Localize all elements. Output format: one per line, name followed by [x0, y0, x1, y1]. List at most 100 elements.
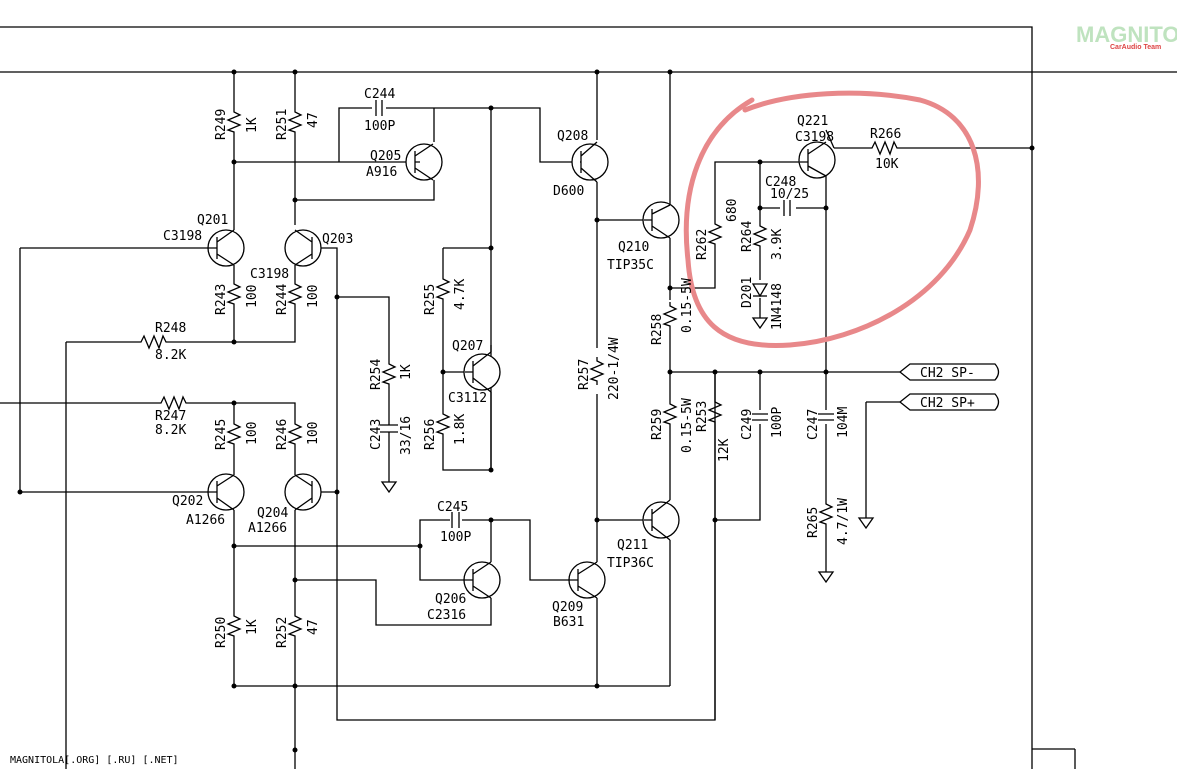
- svg-text:C247: C247: [806, 409, 821, 440]
- svg-text:4.7/1W: 4.7/1W: [836, 498, 851, 545]
- resistor-r254: [382, 359, 396, 389]
- svg-text:R262: R262: [695, 229, 710, 260]
- svg-text:Q221: Q221: [797, 114, 828, 129]
- svg-text:100: 100: [245, 422, 260, 445]
- svg-text:R245: R245: [214, 419, 229, 450]
- svg-text:R255: R255: [423, 284, 438, 315]
- capacitor-c247: [818, 413, 834, 421]
- svg-text:47: 47: [306, 619, 321, 635]
- svg-text:CarAudio Team: CarAudio Team: [1110, 44, 1161, 51]
- svg-text:10/25: 10/25: [770, 187, 809, 202]
- svg-text:C245: C245: [437, 500, 468, 515]
- svg-text:100: 100: [245, 285, 260, 308]
- svg-text:0.15-5W: 0.15-5W: [680, 398, 695, 453]
- transistor-q208: [571, 141, 609, 183]
- svg-text:3.9K: 3.9K: [770, 229, 785, 260]
- resistor-r247: [154, 396, 192, 410]
- svg-text:1K: 1K: [245, 619, 260, 635]
- svg-text:R265: R265: [806, 507, 821, 538]
- svg-text:R258: R258: [650, 314, 665, 345]
- svg-text:TIP35C: TIP35C: [607, 258, 654, 273]
- svg-text:A1266: A1266: [186, 513, 225, 528]
- svg-text:Q202: Q202: [172, 494, 203, 509]
- resistor-r257: [590, 356, 604, 386]
- junctions: [17, 69, 1035, 753]
- diode-d201: [751, 283, 769, 298]
- svg-text:R243: R243: [214, 284, 229, 315]
- svg-text:C249: C249: [740, 409, 755, 440]
- svg-text:R252: R252: [275, 617, 290, 648]
- svg-text:CH2 SP-: CH2 SP-: [920, 366, 975, 381]
- svg-text:0.15-5W: 0.15-5W: [680, 278, 695, 333]
- svg-text:R249: R249: [214, 109, 229, 140]
- svg-text:Q209: Q209: [552, 600, 583, 615]
- svg-text:B631: B631: [553, 615, 584, 630]
- svg-text:220-1/4W: 220-1/4W: [607, 337, 622, 400]
- transistor-q210: [642, 201, 680, 239]
- svg-text:100P: 100P: [770, 407, 785, 438]
- svg-text:100P: 100P: [364, 119, 395, 134]
- svg-text:Q211: Q211: [617, 538, 648, 553]
- resistor-r248: [134, 335, 172, 349]
- svg-text:TIP36C: TIP36C: [607, 556, 654, 571]
- svg-text:A916: A916: [366, 165, 397, 180]
- resistor-r264: [753, 221, 767, 251]
- svg-text:Q207: Q207: [452, 339, 483, 354]
- svg-text:Q201: Q201: [197, 213, 228, 228]
- svg-text:R254: R254: [369, 359, 384, 390]
- svg-text:100: 100: [306, 422, 321, 445]
- svg-text:C2316: C2316: [427, 608, 466, 623]
- svg-text:C3198: C3198: [795, 130, 834, 145]
- capacitor-c249: [752, 413, 768, 421]
- svg-text:C248: C248: [765, 175, 796, 190]
- transistor-q205: [405, 143, 443, 181]
- resistor-r253: [708, 397, 722, 427]
- connector-ch2-sp-minus: CH2 SP-: [898, 363, 1000, 381]
- svg-text:Q208: Q208: [557, 129, 588, 144]
- transistor-q201: [200, 229, 245, 267]
- resistor-r251: [288, 107, 302, 137]
- resistor-r262: [708, 219, 722, 249]
- transistor-q204: [284, 473, 322, 511]
- svg-text:Q203: Q203: [322, 232, 353, 247]
- resistor-r258: [663, 301, 677, 331]
- svg-text:R251: R251: [275, 109, 290, 140]
- svg-text:R246: R246: [275, 419, 290, 450]
- svg-text:C3112: C3112: [448, 391, 487, 406]
- svg-text:100P: 100P: [440, 530, 471, 545]
- transistor-q211: [642, 499, 680, 541]
- svg-text:1K: 1K: [399, 364, 414, 380]
- svg-text:Q206: Q206: [435, 592, 466, 607]
- svg-text:D600: D600: [553, 184, 584, 199]
- svg-text:R250: R250: [214, 617, 229, 648]
- svg-text:4.7K: 4.7K: [453, 279, 468, 310]
- svg-text:C3198: C3198: [163, 229, 202, 244]
- resistor-r259: [663, 399, 677, 429]
- wires: [0, 72, 1032, 769]
- svg-text:1N4148: 1N4148: [770, 283, 785, 330]
- resistor-r246: [288, 419, 302, 449]
- svg-text:47: 47: [306, 112, 321, 128]
- svg-text:R244: R244: [275, 284, 290, 315]
- resistor-r266: [865, 141, 903, 155]
- svg-text:Q205: Q205: [370, 149, 401, 164]
- resistor-r250: [227, 611, 241, 641]
- svg-text:R253: R253: [695, 401, 710, 432]
- svg-text:D201: D201: [740, 277, 755, 308]
- resistor-r243: [227, 279, 241, 309]
- transistor-q207: [463, 351, 501, 393]
- resistor-r252: [288, 611, 302, 641]
- svg-text:100: 100: [306, 285, 321, 308]
- magnitola-logo: MAGNITOLA CarAudio Team: [1076, 22, 1177, 51]
- svg-text:12K: 12K: [717, 438, 732, 462]
- svg-text:A1266: A1266: [248, 521, 287, 536]
- svg-text:680: 680: [725, 199, 740, 222]
- capacitor-c243: [380, 420, 398, 442]
- transistor-q206: [462, 561, 501, 599]
- svg-text:1K: 1K: [245, 117, 260, 133]
- resistor-r256: [436, 409, 450, 439]
- svg-text:33/16: 33/16: [399, 416, 414, 455]
- resistor-r265: [819, 499, 833, 529]
- svg-text:8.2K: 8.2K: [155, 348, 186, 363]
